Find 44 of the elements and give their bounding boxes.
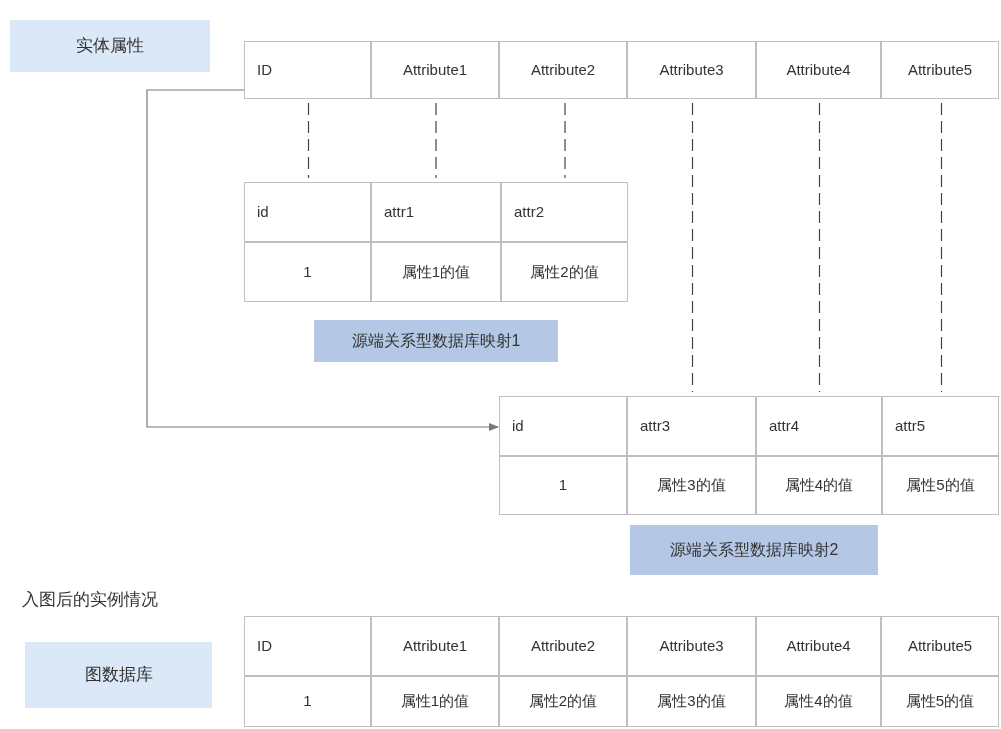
table-cell: 属性4的值 [756,676,881,727]
dashed-line [564,102,566,179]
table-cell: id [499,396,627,456]
table-cell: 属性3的值 [627,456,756,515]
table-cell: attr5 [882,396,999,456]
table-cell: 属性4的值 [756,456,882,515]
table-cell: attr2 [501,182,628,242]
table-cell: attr3 [627,396,756,456]
table-cell: ID [244,41,371,99]
section-heading: 入图后的实例情况 [22,589,158,611]
table-cell: Attribute1 [371,616,499,676]
table-cell: 属性2的值 [501,242,628,302]
table-cell: attr4 [756,396,882,456]
label-box: 实体属性 [10,20,210,72]
table-cell: 属性5的值 [882,456,999,515]
table-cell: 属性1的值 [371,676,499,727]
dashed-line [691,102,694,393]
table-cell: 1 [244,676,371,727]
mapping-label-box: 源端关系型数据库映射2 [630,525,878,575]
table-cell: Attribute4 [756,41,881,99]
table-cell: Attribute5 [881,616,999,676]
mapping-label-box: 源端关系型数据库映射1 [314,320,558,362]
arrow [146,89,499,431]
table-cell: 1 [244,242,371,302]
table-cell: 属性1的值 [371,242,501,302]
dashed-line [435,102,437,179]
dashed-line [818,102,821,393]
table-cell: 属性3的值 [627,676,756,727]
table-cell: Attribute4 [756,616,881,676]
table-cell: Attribute5 [881,41,999,99]
table-cell: 1 [499,456,627,515]
table-cell: Attribute2 [499,616,627,676]
table-cell: Attribute2 [499,41,627,99]
table-cell: id [244,182,371,242]
dashed-line [940,102,943,393]
table-cell: Attribute1 [371,41,499,99]
table-cell: Attribute3 [627,41,756,99]
dashed-line [307,102,310,179]
label-box: 图数据库 [25,642,212,708]
table-cell: ID [244,616,371,676]
table-cell: attr1 [371,182,501,242]
table-cell: Attribute3 [627,616,756,676]
table-cell: 属性2的值 [499,676,627,727]
table-cell: 属性5的值 [881,676,999,727]
